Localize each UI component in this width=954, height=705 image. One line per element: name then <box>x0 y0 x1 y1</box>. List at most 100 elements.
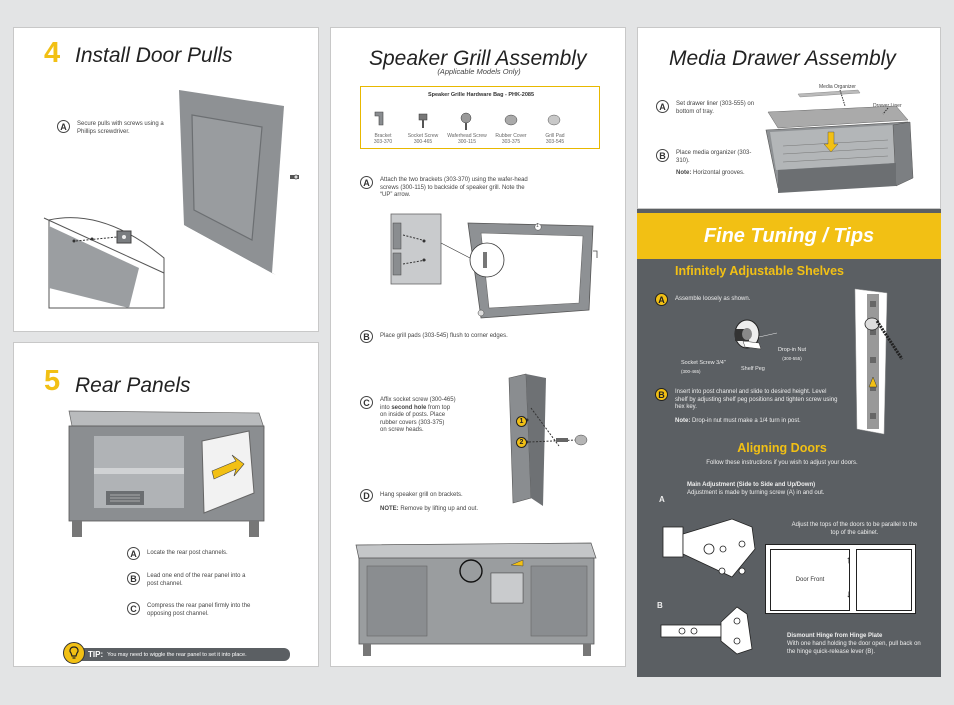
step-text: Hang speaker grill on brackets. NOTE: Re… <box>380 492 530 513</box>
step-text: Place media organizer (303-310). Note: H… <box>676 150 756 178</box>
speaker-step-a: A Attach the two brackets (303-370) usin… <box>360 176 530 200</box>
fine-tuning-banner: Fine Tuning / Tips <box>637 213 941 259</box>
step-badge: A <box>360 176 373 189</box>
cabinet-front-illustration <box>355 542 597 656</box>
step-text: Lead one end of the rear panel into a po… <box>147 573 246 587</box>
dropin-label: Drop-in Nut (300-555) <box>767 347 817 362</box>
step-text: Compress the rear panel firmly into the … <box>147 603 251 617</box>
align-text: Adjust the tops of the doors to be paral… <box>791 522 918 536</box>
hardware-name: Waferhead Screw <box>447 133 487 139</box>
bracket-grill-illustration <box>390 213 598 319</box>
door-front-right <box>856 549 912 611</box>
step-badge: B <box>127 572 140 585</box>
step-a: A Secure pulls with screws using a Phill… <box>57 120 167 136</box>
shelf-peg-label: Shelf Peg <box>741 366 765 372</box>
tips-step-b: B Insert into post channel and slide to … <box>655 388 840 425</box>
speaker-step-b: B Place grill pads (303-545) flush to co… <box>360 330 580 343</box>
door-pull-illustration <box>43 90 299 309</box>
label-media-organizer: Media Organizer <box>819 84 856 90</box>
grill-callout: 1 <box>536 223 539 229</box>
hardware-code: 303-370 <box>373 139 393 145</box>
step-c-bold: second hole <box>391 404 427 411</box>
step-c-line2b: from top <box>426 404 451 411</box>
speaker-step-c: C Affix socket screw (300-465) into seco… <box>360 396 480 435</box>
section-title: Install Door Pulls <box>75 44 233 67</box>
step-b-note: Note: Drop-in nut must make a 1/4 turn i… <box>675 418 840 426</box>
step-badge: A <box>655 293 668 306</box>
step-d-text: Hang speaker grill on brackets. <box>380 492 463 498</box>
step-text: Insert into post channel and slide to de… <box>675 389 840 425</box>
door-front-left: Door Front <box>770 549 850 611</box>
dropin-code: (300-555) <box>782 355 802 361</box>
step-c-line2: into second hole from top <box>380 405 480 413</box>
step-text: Place grill pads (303-545) flush to corn… <box>380 333 508 339</box>
step-badge: C <box>360 396 373 409</box>
step-text: Locate the rear post channels. <box>147 550 228 556</box>
step-text: Secure pulls with screws using a Phillip… <box>77 121 164 135</box>
main-adj-title: Main Adjustment (Side to Side and Up/Dow… <box>687 482 816 488</box>
callout-2: 2 <box>516 437 527 448</box>
note-label: Note: <box>675 417 691 424</box>
hardware-name: Rubber Cover <box>495 133 527 139</box>
section-title: Rear Panels <box>75 374 191 397</box>
step-badge: D <box>360 489 373 502</box>
rear-step-b: B Lead one end of the rear panel into a … <box>127 572 257 588</box>
step-d-note: NOTE: Remove by lifting up and out. <box>380 506 530 514</box>
media-step-b: B Place media organizer (303-310). Note:… <box>656 149 756 178</box>
shelf-peg-illustration <box>734 288 904 435</box>
hinge-label-a: A <box>659 495 665 504</box>
lightbulb-icon-glyph <box>69 646 79 659</box>
hardware-code: 300-115 <box>458 139 476 145</box>
socket-text: Socket Screw 3/4" <box>681 360 726 366</box>
step-badge: A <box>57 120 70 133</box>
step-text: Attach the two brackets (303-370) using … <box>380 177 528 198</box>
socket-code: (300-465) <box>681 368 701 374</box>
hardware-name: Bracket <box>374 133 392 139</box>
step-badge: C <box>127 602 140 615</box>
step-text: Set drawer liner (303-555) on bottom of … <box>676 101 755 115</box>
note-label: Note: <box>676 170 692 176</box>
rear-step-c: C Compress the rear panel firmly into th… <box>127 602 257 618</box>
hardware-code: 303-545 <box>545 139 565 145</box>
step-text: Assemble loosely as shown. <box>675 296 751 302</box>
note-text: Horizontal grooves. <box>691 170 745 176</box>
doors-title: Aligning Doors <box>737 441 827 455</box>
step-c-line1: Affix socket screw (300-465) <box>380 397 456 403</box>
main-adj-text: Adjustment is made by turning screw (A) … <box>687 490 825 496</box>
hardware-code: 303-375 <box>501 139 521 145</box>
speaker-step-d: D Hang speaker grill on brackets. NOTE: … <box>360 489 530 513</box>
label-drawer-liner: Drawer Liner <box>873 103 902 109</box>
lightbulb-icon <box>63 642 85 664</box>
hardware-name: Grill Pad <box>545 133 565 139</box>
step-b-note: Note: Horizontal grooves. <box>676 170 756 178</box>
dropin-text: Drop-in Nut <box>777 347 807 353</box>
hardware-icons <box>374 111 561 130</box>
step-badge: A <box>656 100 669 113</box>
step-b-text: Insert into post channel and slide to de… <box>675 389 838 410</box>
step-c-line2a: into <box>380 404 392 411</box>
media-drawer-illustration <box>765 89 914 193</box>
hardware-bag-box: Speaker Grille Hardware Bag - PHK-2085 B… <box>360 86 600 149</box>
install-door-pulls-panel: 4 Install Door Pulls A Secure pulls with… <box>13 27 319 332</box>
dismount-title: Dismount Hinge from Hinge Plate <box>787 633 883 639</box>
section-number: 5 <box>44 365 61 397</box>
media-drawer-panel: Media Drawer Assembly A Set drawer liner… <box>637 27 941 209</box>
section-title: Speaker Grill Assembly <box>369 47 587 70</box>
doors-intro: Follow these instructions if you wish to… <box>706 460 858 466</box>
hinge-a-illustration <box>662 518 756 578</box>
step-c-line3: on inside of posts. Place <box>380 412 446 418</box>
rear-panels-panel: 5 Rear Panels A Locate the rear post cha… <box>13 342 319 667</box>
tip-label: TIP: <box>88 650 104 659</box>
banner-title: Fine Tuning / Tips <box>703 224 875 247</box>
tip-bar: TIP: You may need to wiggle the rear pan… <box>66 648 290 661</box>
callout-1: 1 <box>516 416 527 427</box>
step-text: Affix socket screw (300-465) into second… <box>380 397 480 435</box>
step-badge: B <box>656 149 669 162</box>
step-badge: A <box>127 547 140 560</box>
rear-step-a: A Locate the rear post channels. <box>127 547 257 560</box>
